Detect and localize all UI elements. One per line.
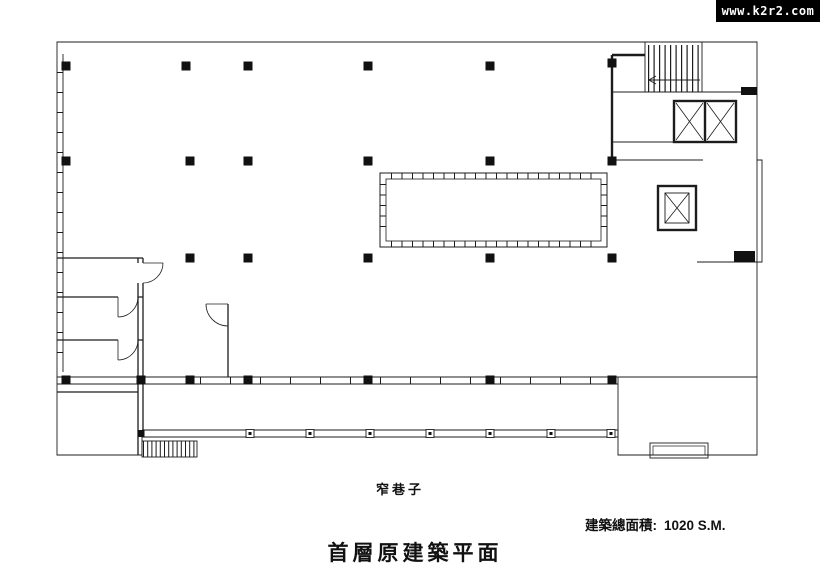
outer-boundary [56, 41, 758, 456]
left-rooms [57, 257, 229, 455]
central-skylight [379, 172, 608, 248]
stair-direction-arrow [648, 75, 700, 85]
staircase [612, 42, 703, 93]
total-area-caption: 建築總面積: [585, 518, 657, 533]
elevator-single [656, 184, 698, 232]
watermark-banner: www.k2r2.com [716, 0, 820, 22]
wall-poche [137, 87, 757, 437]
watermark-url: www.k2r2.com [721, 4, 815, 18]
right-terrace [612, 91, 763, 437]
plan-title: 首層原建築平面 [327, 542, 503, 565]
elevator-bank [672, 99, 738, 144]
left-window-wall [57, 54, 64, 372]
door-swings [117, 262, 229, 361]
arcade-columns [245, 429, 616, 438]
entry-steps [141, 440, 198, 458]
column-grid [61, 58, 617, 385]
bottom-right-platform [649, 442, 709, 459]
bottom-window-wall [57, 376, 757, 385]
core-walls [610, 53, 645, 160]
total-area-label: 建築總面積: 1020 S.M. [585, 514, 726, 534]
total-area-value: 1020 S.M. [664, 518, 726, 533]
street-label: 窄巷子 [375, 482, 424, 497]
